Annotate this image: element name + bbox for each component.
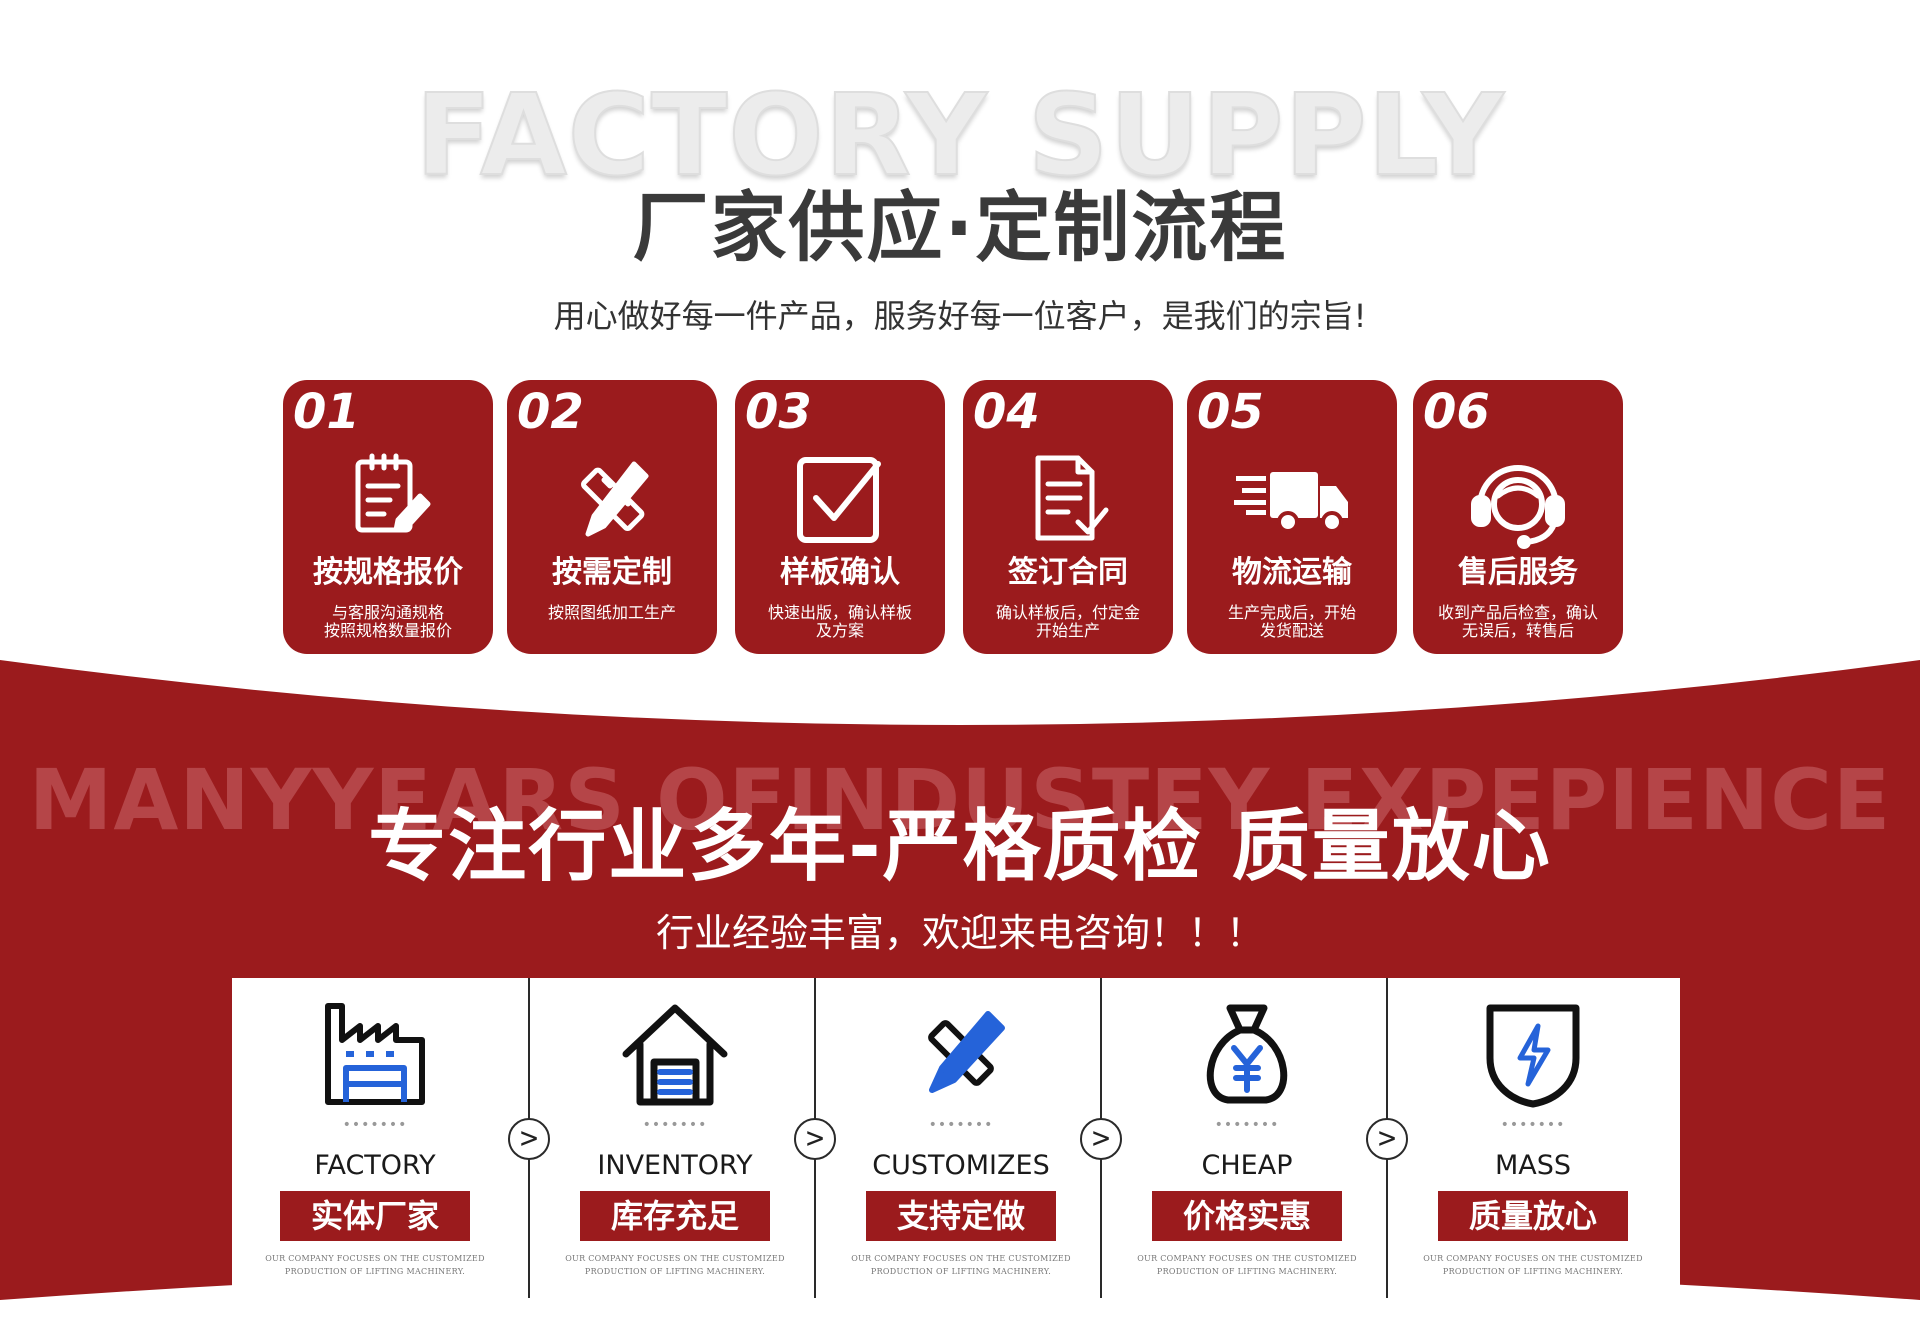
feature-title-cn: 实体厂家 <box>280 1191 470 1241</box>
step-card-quote: 01 按规格报价 与客服沟通规格 按照规格数量报价 <box>283 380 493 654</box>
feature-title-cn: 支持定做 <box>866 1191 1056 1241</box>
checkbox-icon <box>780 450 900 550</box>
section-title: 专注行业多年-严格质检 质量放心 <box>368 802 1552 892</box>
step-description: 与客服沟通规格 按照规格数量报价 <box>323 603 452 640</box>
feature-title-cn: 质量放心 <box>1438 1191 1628 1241</box>
step-number: 01 <box>293 384 360 440</box>
feature-title-en: CHEAP <box>1201 1150 1293 1181</box>
page-title: 厂家供应·定制流程 <box>632 183 1288 272</box>
feature-inventory: ••••••• INVENTORY 库存充足 OUR COMPANY FOCUS… <box>532 978 818 1298</box>
step-description: 生产完成后，开始 发货配送 <box>1227 603 1356 640</box>
step-title: 物流运输 <box>1232 555 1352 590</box>
dot-separator: ••••••• <box>342 1117 408 1133</box>
headset-support-icon <box>1458 450 1578 550</box>
next-arrow-icon: > <box>1366 1118 1408 1160</box>
feature-customizes: ••••••• CUSTOMIZES 支持定做 OUR COMPANY FOCU… <box>818 978 1104 1298</box>
shield-bolt-icon <box>1478 1000 1588 1110</box>
step-card-sample: 03 样板确认 快速出版，确认样板 及方案 <box>735 380 945 654</box>
background-title-experience: MANYYEARS OFINDUSTEY EXPEPIENCE <box>28 751 1892 849</box>
feature-title-cn: 价格实惠 <box>1152 1191 1342 1241</box>
step-title: 按规格报价 <box>313 555 463 590</box>
step-title: 售后服务 <box>1458 555 1578 590</box>
money-bag-icon <box>1192 1000 1302 1110</box>
step-title: 样板确认 <box>780 555 900 590</box>
feature-caption: OUR COMPANY FOCUSES ON THE CUSTOMIZED PR… <box>265 1254 485 1276</box>
feature-title-cn: 库存充足 <box>580 1191 770 1241</box>
step-number: 02 <box>517 384 584 440</box>
document-check-icon <box>1008 450 1128 550</box>
dot-separator: ••••••• <box>1214 1117 1280 1133</box>
step-number: 05 <box>1197 384 1264 440</box>
delivery-truck-icon <box>1232 450 1352 550</box>
feature-title-en: CUSTOMIZES <box>872 1150 1050 1181</box>
feature-title-en: MASS <box>1494 1150 1572 1181</box>
step-card-aftersales: 06 售后服务 收到产品后检查，确认 无误后，转售后 <box>1413 380 1623 654</box>
dot-separator: ••••••• <box>1500 1117 1566 1133</box>
features-panel: ••••••• FACTORY 实体厂家 OUR COMPANY FOCUSES… <box>232 978 1680 1298</box>
next-arrow-icon: > <box>794 1118 836 1160</box>
step-card-custom: 02 按需定制 按照图纸加工生产 <box>507 380 717 654</box>
step-title: 签订合同 <box>1008 555 1128 590</box>
feature-cheap: ••••••• CHEAP 价格实惠 OUR COMPANY FOCUSES O… <box>1104 978 1390 1298</box>
step-card-logistics: 05 物流运输 生产完成后，开始 发货配送 <box>1187 380 1397 654</box>
pencil-ruler-icon <box>552 450 672 550</box>
feature-title-en: INVENTORY <box>597 1150 753 1181</box>
page-subtitle: 用心做好每一件产品，服务好每一位客户，是我们的宗旨! <box>553 297 1367 335</box>
warehouse-icon <box>620 1000 730 1110</box>
next-arrow-icon: > <box>1080 1118 1122 1160</box>
step-card-contract: 04 签订合同 确认样板后，付定金 开始生产 <box>963 380 1173 654</box>
feature-factory: ••••••• FACTORY 实体厂家 OUR COMPANY FOCUSES… <box>232 978 518 1298</box>
feature-caption: OUR COMPANY FOCUSES ON THE CUSTOMIZED PR… <box>1137 1254 1357 1276</box>
step-number: 06 <box>1423 384 1490 440</box>
next-arrow-icon: > <box>508 1118 550 1160</box>
pencil-ruler-icon <box>906 1000 1016 1110</box>
feature-caption: OUR COMPANY FOCUSES ON THE CUSTOMIZED PR… <box>851 1254 1071 1276</box>
step-description: 收到产品后检查，确认 无误后，转售后 <box>1437 603 1598 640</box>
factory-icon <box>320 1000 430 1110</box>
feature-caption: OUR COMPANY FOCUSES ON THE CUSTOMIZED PR… <box>565 1254 785 1276</box>
step-number: 04 <box>973 384 1040 440</box>
dot-separator: ••••••• <box>928 1117 994 1133</box>
feature-mass: ••••••• MASS 质量放心 OUR COMPANY FOCUSES ON… <box>1390 978 1676 1298</box>
step-description: 快速出版，确认样板 及方案 <box>767 603 912 640</box>
section-subtitle: 行业经验丰富，欢迎来电咨询！！！ <box>655 911 1264 955</box>
clipboard-pencil-icon <box>328 450 448 550</box>
background-title-factory-supply: FACTORY SUPPLY <box>414 71 1505 201</box>
dot-separator: ••••••• <box>642 1117 708 1133</box>
step-number: 03 <box>745 384 812 440</box>
feature-caption: OUR COMPANY FOCUSES ON THE CUSTOMIZED PR… <box>1423 1254 1643 1276</box>
step-description: 确认样板后，付定金 开始生产 <box>995 603 1140 640</box>
step-title: 按需定制 <box>552 555 672 590</box>
step-description: 按照图纸加工生产 <box>547 603 676 622</box>
feature-title-en: FACTORY <box>314 1150 436 1181</box>
process-steps: 01 按规格报价 与客服沟通规格 按照规格数量报价 02 按需定制 按照图纸加工… <box>283 380 1625 654</box>
